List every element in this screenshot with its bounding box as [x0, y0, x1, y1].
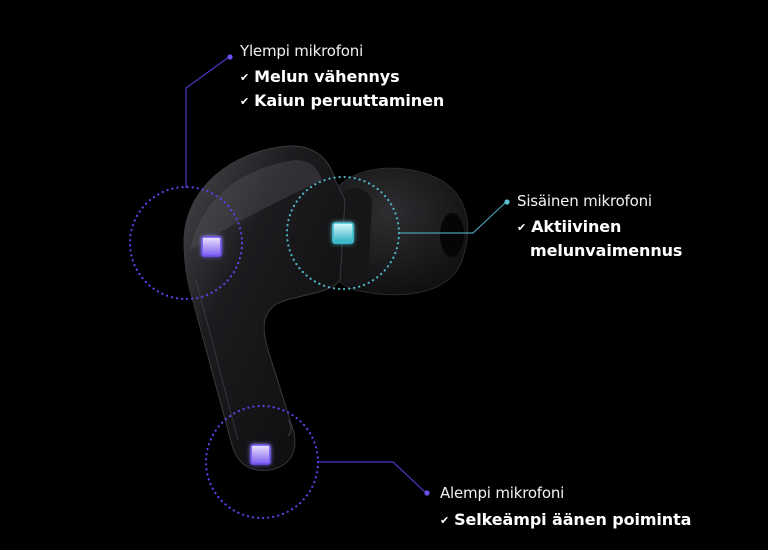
- upper-mic-icon: [201, 236, 222, 257]
- lower-mic-icon: [250, 444, 271, 465]
- inner-mic-icon: [332, 222, 354, 244]
- upper-mic-feature: ✔Kaiun peruuttaminen: [240, 89, 444, 113]
- check-icon: ✔: [517, 221, 527, 234]
- inner-mic-feature-cont: melunvaimennus: [530, 241, 683, 260]
- lower-mic-label: Alempi mikrofoni ✔Selkeämpi äänen poimin…: [440, 484, 691, 532]
- inner-mic-ring: [285, 175, 401, 291]
- check-icon: ✔: [240, 71, 250, 84]
- upper-mic-ring: [128, 185, 244, 301]
- inner-mic-feature: ✔Aktiivinen: [517, 215, 682, 239]
- lower-mic-ring: [204, 404, 320, 520]
- lower-mic-connector: [319, 461, 430, 496]
- earbud-body: [183, 145, 346, 471]
- inner-mic-connector: [399, 199, 510, 234]
- inner-mic-title: Sisäinen mikrofoni: [517, 192, 652, 210]
- upper-mic-connector: [185, 54, 233, 188]
- upper-mic-feature: ✔Melun vähennys: [240, 65, 444, 89]
- inner-mic-label: Sisäinen mikrofoni ✔Aktiivinen melunvaim…: [517, 192, 682, 262]
- check-icon: ✔: [240, 95, 250, 108]
- check-icon: ✔: [440, 514, 450, 527]
- upper-mic-title: Ylempi mikrofoni: [240, 42, 364, 60]
- lower-mic-feature: ✔Selkeämpi äänen poiminta: [440, 508, 691, 532]
- upper-mic-label: Ylempi mikrofoni ✔Melun vähennys ✔Kaiun …: [240, 42, 444, 113]
- lower-mic-title: Alempi mikrofoni: [440, 484, 565, 502]
